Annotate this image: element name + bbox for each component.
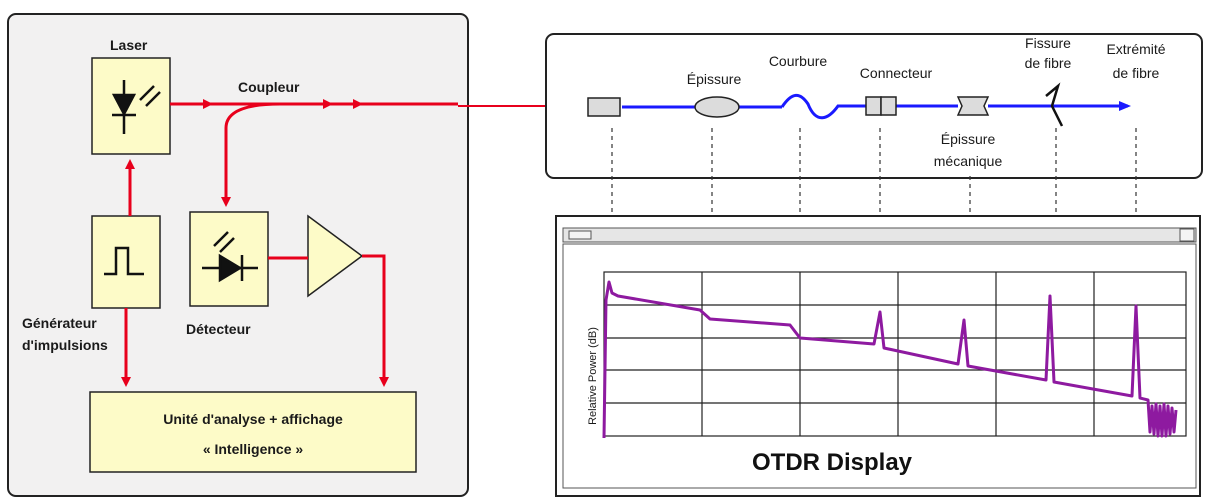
connector-icon: [865, 96, 897, 116]
pulse-generator-label-line1: Générateur: [22, 315, 97, 331]
crack-label-line2: de fibre: [1025, 55, 1072, 71]
analysis-unit-block: [89, 391, 417, 473]
end-label-line2: de fibre: [1113, 65, 1160, 81]
amplifier-icon: [307, 214, 364, 298]
fiber-crack-icon: [1045, 82, 1064, 127]
fiber-input-connector-icon: [587, 97, 621, 117]
coupler-label: Coupleur: [238, 79, 300, 95]
mech-splice-label-line2: mécanique: [934, 153, 1003, 169]
fusion-splice-icon: [694, 96, 740, 118]
detector-label: Détecteur: [186, 321, 251, 337]
analysis-unit-label-line1: Unité d'analyse + affichage: [163, 411, 343, 427]
display-title: OTDR Display: [752, 449, 913, 476]
end-label-line1: Extrémité: [1106, 41, 1165, 57]
pulse-icon: [104, 246, 144, 276]
plot-inner-frame: [562, 243, 1197, 489]
crack-label-line1: Fissure: [1025, 35, 1071, 51]
y-axis-label: Relative Power (dB): [587, 327, 599, 425]
connector-label: Connecteur: [860, 65, 933, 81]
laser-diode-icon: [111, 80, 161, 134]
bend-label: Courbure: [769, 53, 828, 69]
window-control-icon[interactable]: [568, 230, 592, 240]
window-resize-icon[interactable]: [1179, 228, 1195, 242]
window-titlebar: [562, 227, 1197, 243]
detector-block: [189, 211, 269, 307]
laser-label: Laser: [110, 37, 148, 53]
photodiode-icon: [202, 231, 258, 283]
otdr-display-window: [555, 215, 1201, 497]
laser-block: [91, 57, 171, 155]
mech-splice-label-line1: Épissure: [941, 131, 996, 147]
mechanical-splice-icon: [956, 96, 990, 116]
pulse-generator-label-line2: d'impulsions: [22, 337, 108, 353]
otdr-trace: [602, 280, 1178, 439]
pulse-generator-block: [91, 215, 161, 309]
analysis-unit-label-line2: « Intelligence »: [203, 441, 304, 457]
fiber-line: [622, 93, 1131, 120]
splice-label: Épissure: [687, 71, 742, 87]
signal-paths: [121, 99, 588, 387]
